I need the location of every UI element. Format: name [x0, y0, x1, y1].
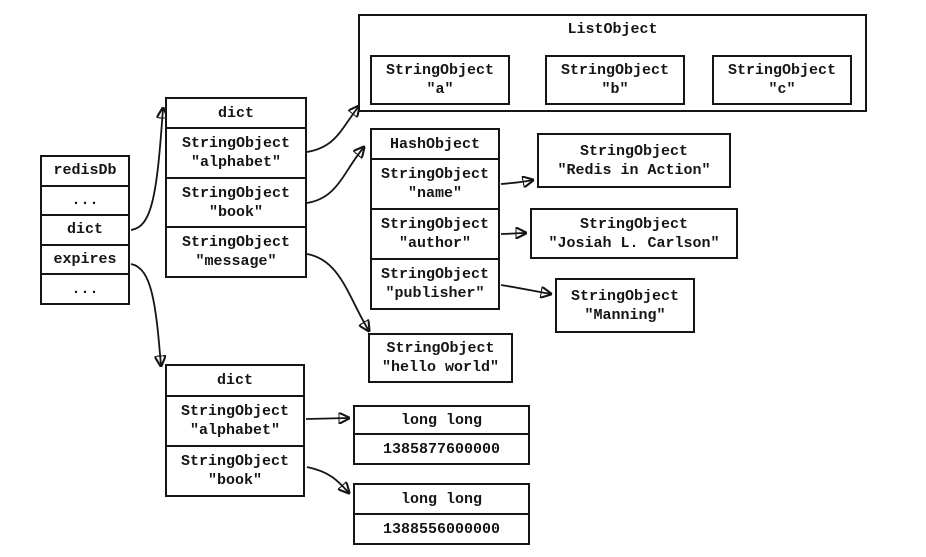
listobject-item-b: StringObject "b"	[545, 55, 685, 105]
dict-expires-header: dict	[216, 372, 253, 389]
arrow-name-to-value	[500, 180, 533, 184]
listobject-box: ListObject StringObject "a" StringObject…	[358, 14, 867, 112]
dict-expires-entry-alphabet: StringObject "alphabet"	[167, 395, 303, 445]
arrow-message-to-hello-world	[306, 253, 369, 331]
listobject-item-c: StringObject "c"	[712, 55, 852, 105]
longlong-book-box: long long 1388556000000	[353, 483, 530, 545]
longlong-book-value: 1388556000000	[355, 513, 528, 543]
dict-expires-entry-book: StringObject "book"	[167, 445, 303, 495]
longlong-alphabet-box: long long 1385877600000	[353, 405, 530, 465]
redisdb-row-ellipsis-bottom: ...	[42, 273, 128, 303]
redisdb-row-expires: expires	[42, 243, 128, 274]
redisdb-box: redisDb ... dict expires ...	[40, 155, 130, 305]
hashobject-box: HashObject StringObject "name" StringObj…	[370, 128, 500, 310]
dict-keyspace-entry-alphabet: StringObject "alphabet"	[167, 127, 305, 177]
dict-keyspace-entry-message: StringObject "message"	[167, 226, 305, 276]
arrow-publisher-to-value	[500, 284, 551, 294]
stringobject-josiah-carlson-box: StringObject "Josiah L. Carlson"	[530, 208, 738, 259]
arrow-alphabet-to-listobject	[306, 106, 359, 153]
longlong-alphabet-value: 1385877600000	[355, 433, 528, 463]
arrow-book-to-hashobject	[306, 147, 364, 204]
hashobject-header: HashObject	[389, 135, 480, 153]
arrow-expires-to-dict-bottom	[130, 263, 161, 366]
listobject-item-a: StringObject "a"	[370, 55, 510, 105]
hashobject-field-author: StringObject "author"	[372, 208, 498, 258]
longlong-alphabet-header: long long	[400, 411, 482, 429]
redisdb-row-ellipsis-top: ...	[42, 184, 128, 215]
redisdb-row-title: redisDb	[53, 162, 117, 180]
hashobject-field-name: StringObject "name"	[372, 158, 498, 208]
stringobject-hello-world-box: StringObject "hello world"	[368, 333, 513, 383]
stringobject-manning-box: StringObject "Manning"	[555, 278, 695, 333]
arrow-book-to-longlong	[306, 466, 349, 493]
dict-expires-box: dict StringObject "alphabet" StringObjec…	[165, 364, 305, 497]
arrow-author-to-value	[500, 233, 526, 234]
arrow-dict-to-dict-top	[130, 108, 163, 231]
hashobject-field-publisher: StringObject "publisher"	[372, 258, 498, 308]
stringobject-redis-in-action-box: StringObject "Redis in Action"	[537, 133, 731, 188]
dict-keyspace-entry-book: StringObject "book"	[167, 177, 305, 226]
redisdb-row-dict: dict	[42, 214, 128, 244]
longlong-book-header: long long	[400, 490, 482, 508]
dict-keyspace-box: dict StringObject "alphabet" StringObjec…	[165, 97, 307, 278]
dict-keyspace-header: dict	[217, 104, 254, 122]
listobject-title: ListObject	[567, 21, 658, 38]
arrow-alphabet-to-longlong	[305, 418, 349, 419]
